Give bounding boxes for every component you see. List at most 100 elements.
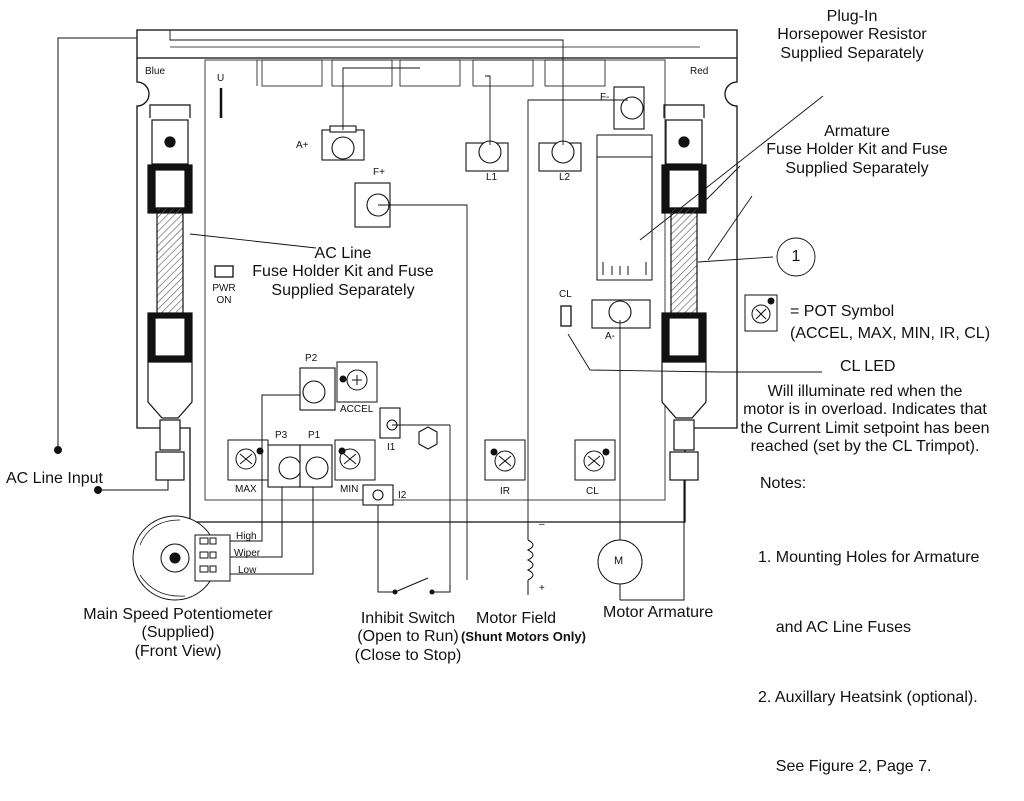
ac-line-fuse-callout: AC Line Fuse Holder Kit and Fuse Supplie… — [243, 245, 443, 300]
pwr-led — [214, 265, 234, 278]
armature-fuse-holder — [661, 104, 707, 481]
desc-line: motor is in overload. Indicates that — [743, 401, 987, 419]
cl-trimpot-label: CL — [586, 486, 599, 497]
board-outline — [136, 58, 738, 523]
a-minus-terminal — [591, 299, 651, 329]
ir-trimpot — [484, 439, 526, 481]
p3-terminal — [267, 444, 302, 488]
pot-high-label: High — [236, 531, 257, 542]
cl-led — [560, 305, 572, 327]
control-board — [136, 29, 738, 523]
heatsink-bar — [136, 29, 738, 59]
max-label: MAX — [235, 484, 257, 495]
armature-fuse-callout: Armature Fuse Holder Kit and Fuse Suppli… — [757, 123, 957, 178]
cl-trimpot — [574, 439, 616, 481]
p2-label: P2 — [305, 353, 318, 364]
l1-label: L1 — [486, 172, 498, 183]
callout-leaders — [189, 95, 824, 373]
pot-wiper-label: Wiper — [234, 548, 261, 559]
mounting-ref-circle — [776, 237, 816, 277]
motor-armature-caption: Motor Armature — [603, 604, 714, 621]
field-coil — [526, 539, 534, 581]
red-label: Red — [690, 66, 709, 77]
field-plus-label: + — [539, 583, 545, 594]
cl-led-description: Will illuminate red when the motor is in… — [734, 383, 996, 457]
horsepower-resistor — [596, 134, 653, 281]
pot-low-label: Low — [238, 565, 257, 576]
internal-wiring — [169, 30, 628, 585]
on-text: ON — [216, 294, 232, 306]
caption-line: (Front View) — [134, 642, 222, 660]
cl-led-label: CL — [559, 289, 572, 300]
p3-label: P3 — [275, 430, 288, 441]
p1-terminal — [299, 444, 333, 488]
trimpots — [227, 294, 778, 481]
pot-caption: Main Speed Potentiometer (Supplied) (Fro… — [78, 606, 278, 661]
desc-line: the Current Limit setpoint has been — [740, 419, 990, 437]
i1-label: I1 — [387, 442, 396, 453]
pot-symbol-list: (ACCEL, MAX, MIN, IR, CL) — [790, 325, 991, 343]
notes-list: 1. Mounting Holes for Armature and AC Li… — [758, 500, 979, 801]
caption-line: Inhibit Switch — [360, 610, 456, 627]
note-line: and AC Line Fuses — [758, 618, 911, 636]
pot-symbol-legend: = POT Symbol (ACCEL, MAX, MIN, IR, CL) — [790, 303, 990, 344]
caption-line: (Close to Stop) — [354, 646, 462, 664]
hex-fastener — [418, 426, 438, 450]
pwr-text: PWR — [212, 283, 236, 294]
l2-terminal — [538, 140, 582, 172]
pwr-on-label: PWR ON — [211, 283, 237, 306]
i2-label: I2 — [398, 490, 407, 501]
callout-line: Armature — [824, 123, 890, 140]
a-minus-label: A- — [605, 331, 615, 342]
p2-terminal — [299, 367, 336, 411]
min-label: MIN — [340, 484, 359, 495]
accel-trimpot — [336, 361, 378, 403]
caption-line: (Open to Run) — [357, 628, 459, 646]
motor-field-note: (Shunt Motors Only) — [461, 629, 586, 644]
l1-terminal — [465, 140, 509, 172]
callout-line: Supplied Separately — [780, 44, 924, 62]
note-line: 1. Mounting Holes for Armature — [758, 549, 980, 567]
l2-label: L2 — [559, 172, 571, 183]
a-plus-terminal — [321, 125, 365, 161]
callout-line: Plug-In — [826, 8, 878, 25]
mounting-ref-number: 1 — [791, 248, 801, 265]
external-wiring — [54, 37, 685, 601]
min-trimpot — [334, 439, 376, 481]
cl-led-title: CL LED — [840, 358, 896, 375]
main-speed-potentiometer — [132, 515, 231, 601]
notes-title: Notes: — [760, 475, 807, 492]
ac-line-fuse-holder — [147, 104, 193, 481]
blue-label: Blue — [145, 66, 166, 77]
ir-label: IR — [500, 486, 510, 497]
desc-line: reached (set by the CL Trimpot). — [750, 438, 980, 456]
p1-label: P1 — [308, 430, 321, 441]
desc-line: Will illuminate red when the — [767, 383, 963, 400]
callout-line: Horsepower Resistor — [777, 26, 927, 44]
inhibit-switch-caption: Inhibit Switch (Open to Run) (Close to S… — [345, 610, 471, 665]
callout-line: AC Line — [314, 245, 372, 262]
callout-line: Fuse Holder Kit and Fuse — [252, 263, 434, 281]
f-minus-terminal — [613, 86, 645, 130]
motor-field-caption: Motor Field — [476, 610, 557, 627]
horsepower-resistor-callout: Plug-In Horsepower Resistor Supplied Sep… — [762, 8, 942, 63]
f-minus-label: F- — [600, 92, 610, 103]
caption-line: (Supplied) — [141, 624, 215, 642]
a-plus-label: A+ — [296, 140, 309, 151]
wiring-diagram — [54, 29, 824, 601]
i2-terminal — [362, 484, 394, 506]
note-line: See Figure 2, Page 7. — [758, 758, 932, 776]
terminals — [267, 86, 651, 506]
callout-line: Supplied Separately — [271, 281, 415, 299]
motor-symbol-label: M — [614, 555, 624, 567]
u-label: U — [217, 73, 225, 84]
callout-line: Fuse Holder Kit and Fuse — [766, 141, 948, 159]
ac-line-input-label: AC Line Input — [6, 470, 103, 487]
callout-line: Supplied Separately — [785, 159, 929, 177]
field-minus-label: – — [539, 519, 545, 530]
pot-symbol-text: = POT Symbol — [790, 303, 895, 320]
caption-line: Main Speed Potentiometer — [83, 606, 273, 623]
pot-symbol — [744, 294, 778, 332]
f-plus-label: F+ — [373, 167, 385, 178]
i1-terminal — [379, 407, 401, 439]
